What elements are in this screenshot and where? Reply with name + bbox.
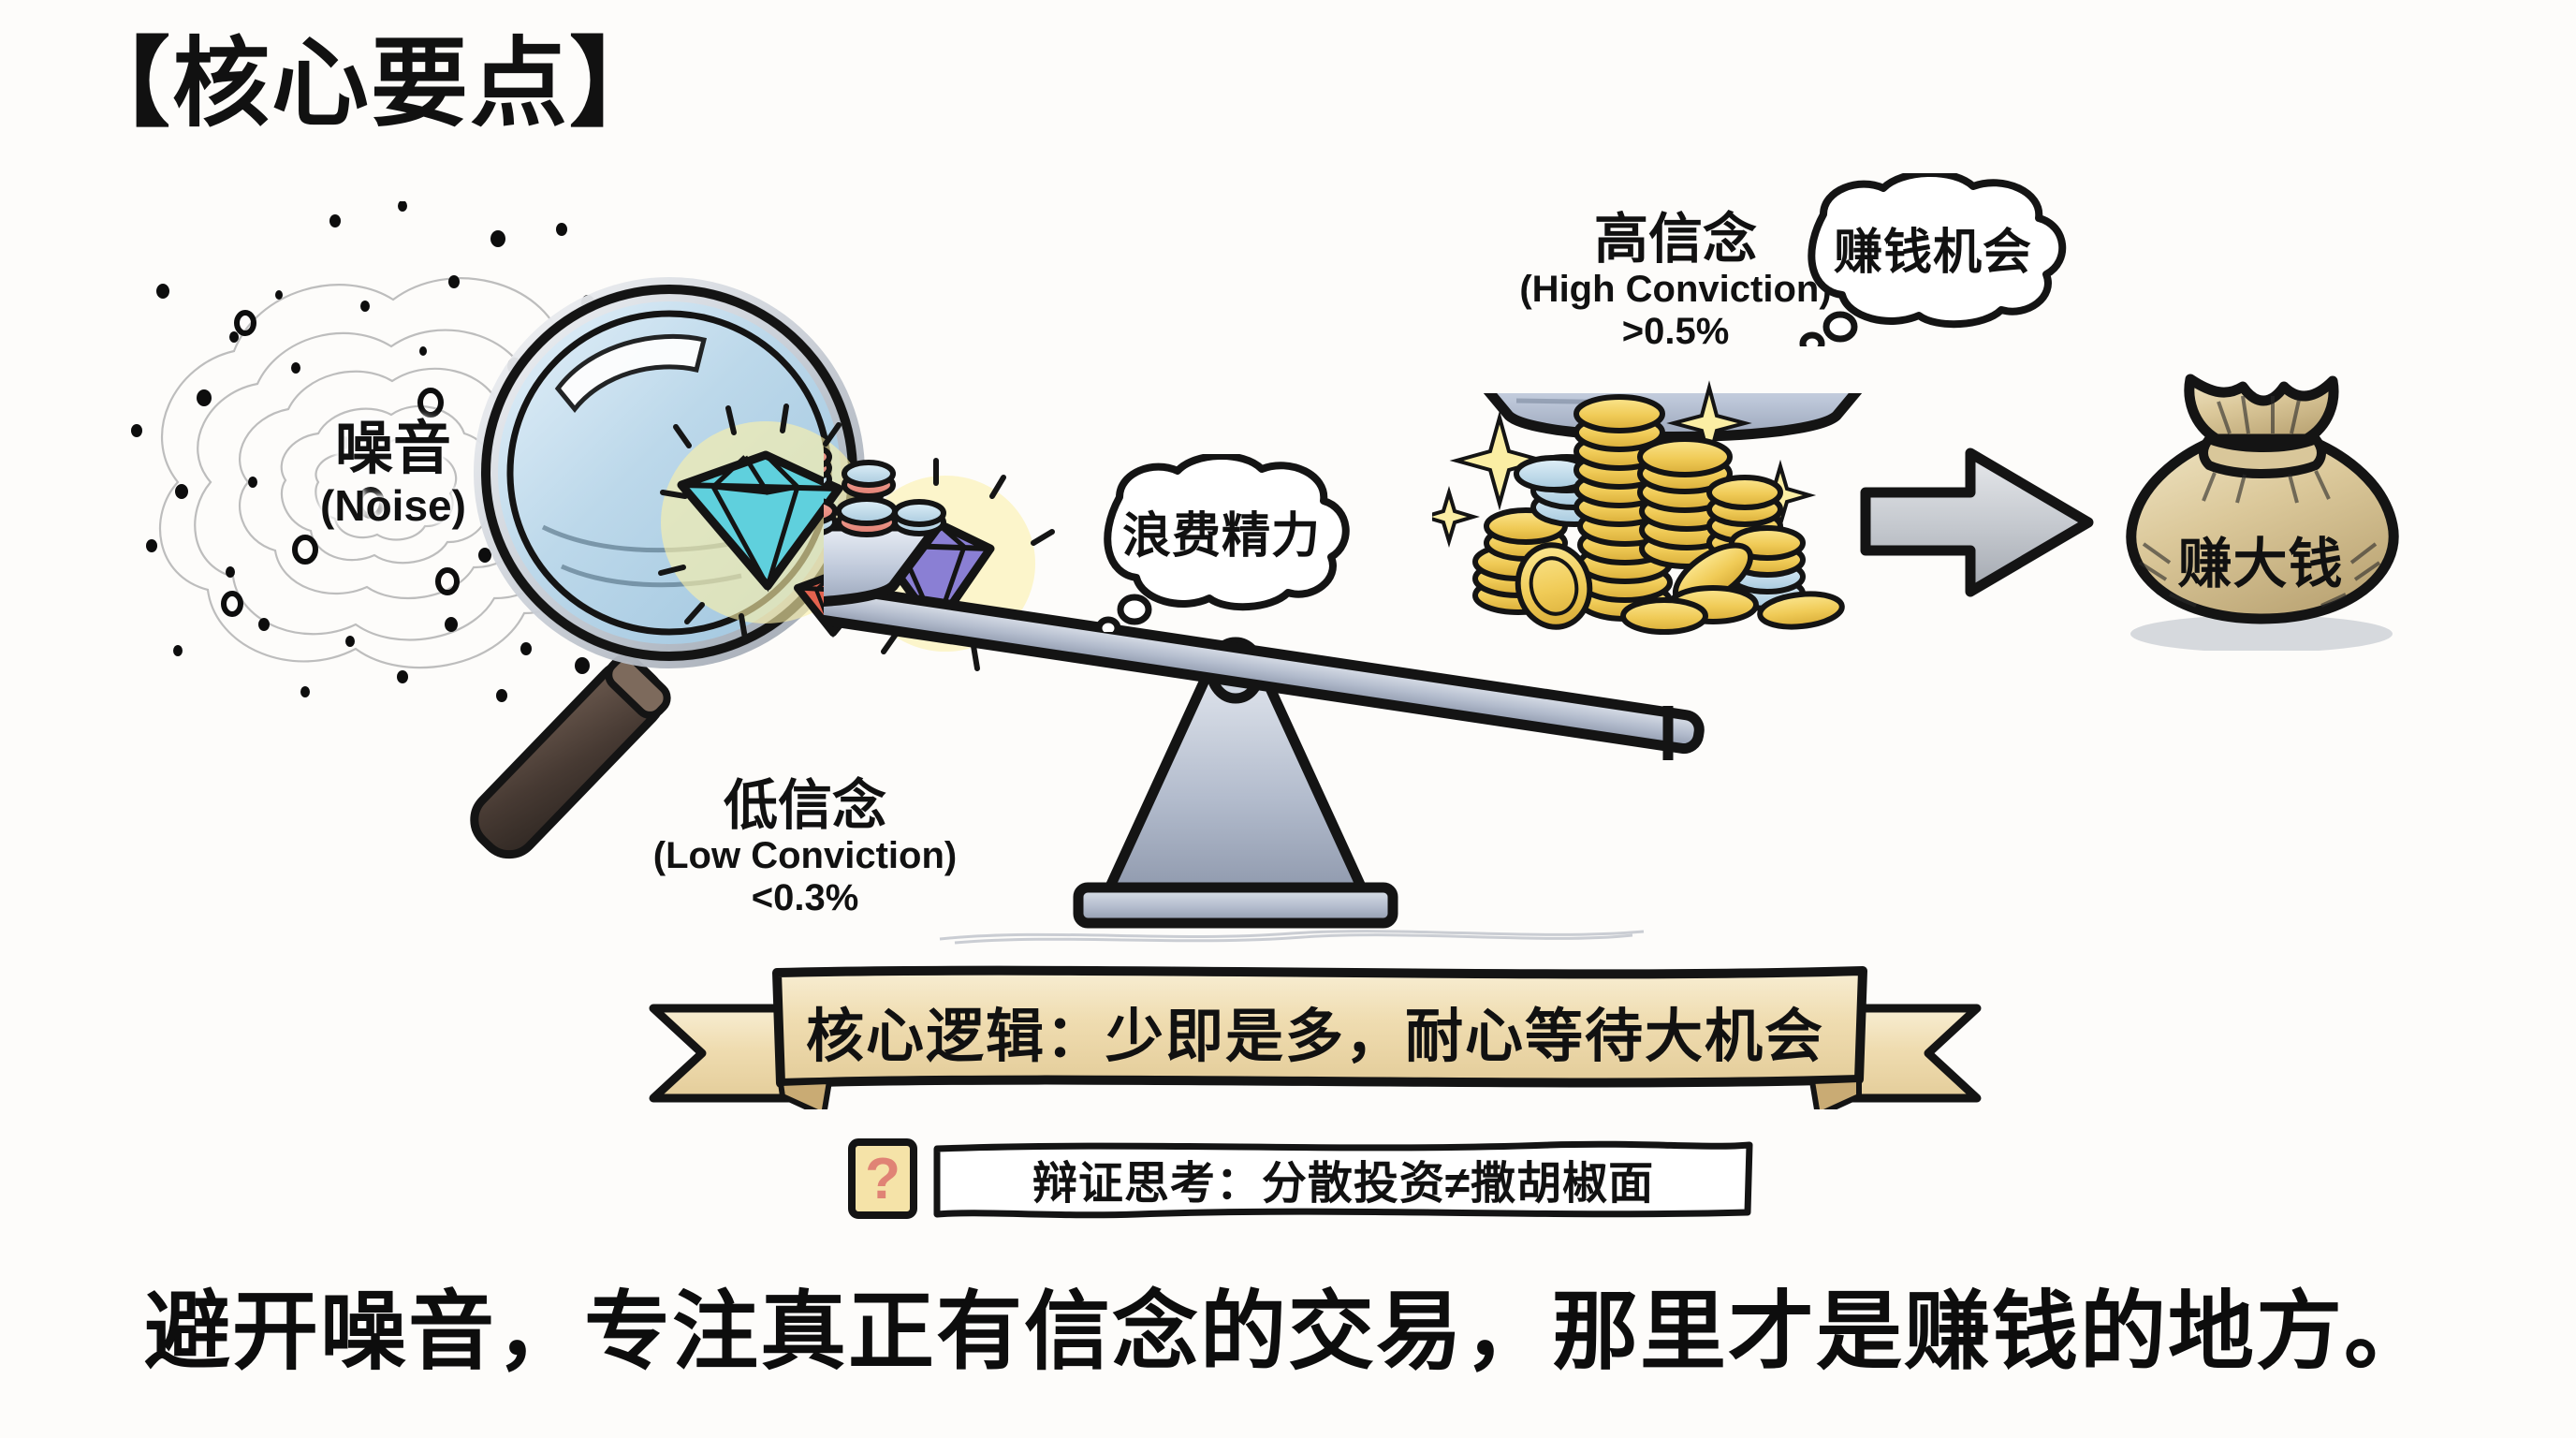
low-conviction-pct: <0.3%: [751, 876, 859, 918]
noise-label-cn: 噪音: [334, 417, 451, 481]
core-logic-banner: 核心逻辑：少即是多，耐心等待大机会: [646, 960, 1984, 1120]
coin-pile-large-icon: [1418, 365, 1919, 674]
low-conviction-cn: 低信念: [723, 775, 886, 836]
thought-bubble-waste-text: 浪费精力: [1121, 508, 1321, 564]
high-conviction-label: 高信念 (High Conviction) >0.5%: [1470, 209, 1881, 352]
arrow-right-icon: [1858, 440, 2101, 604]
thought-bubble-waste: 浪费精力: [1076, 451, 1367, 640]
money-bag-icon: 赚大钱: [2078, 360, 2443, 653]
scale-left-pan: [618, 521, 944, 609]
low-conviction-label: 低信念 (Low Conviction) <0.3%: [599, 775, 1011, 918]
high-conviction-en: (High Conviction): [1519, 269, 1832, 311]
coin-pile-small-icon: [681, 442, 946, 537]
core-logic-banner-text: 核心逻辑：少即是多，耐心等待大机会: [805, 1005, 1824, 1069]
dialectic-note-text: 辩证思考：分散投资≠撒胡椒面: [1032, 1159, 1655, 1209]
high-conviction-pct: >0.5%: [1621, 310, 1730, 352]
dialectic-note-row: ? 辩证思考：分散投资≠撒胡椒面: [847, 1133, 1755, 1225]
bottom-caption: 避开噪音，专注真正有信念的交易，那里才是赚钱的地方。: [143, 1284, 2432, 1380]
question-mark-icon: ?: [847, 1137, 918, 1220]
low-conviction-en: (Low Conviction): [652, 835, 958, 877]
noise-label-en: (Noise): [320, 481, 466, 531]
ground-shadow: [939, 930, 1645, 945]
question-mark-glyph: ?: [865, 1146, 900, 1211]
noise-label: 噪音 (Noise): [122, 418, 665, 528]
page-title: 【核心要点】: [73, 30, 669, 139]
high-conviction-cn: 高信念: [1593, 209, 1757, 270]
diamond-cyan: [677, 450, 843, 593]
thought-bubble-opportunity-text: 赚钱机会: [1833, 226, 2032, 280]
thought-bubble-opportunity: 赚钱机会: [1778, 169, 2087, 356]
dialectic-note-box: 辩证思考：分散投资≠撒胡椒面: [931, 1137, 1755, 1220]
money-bag-label: 赚大钱: [2177, 534, 2344, 594]
